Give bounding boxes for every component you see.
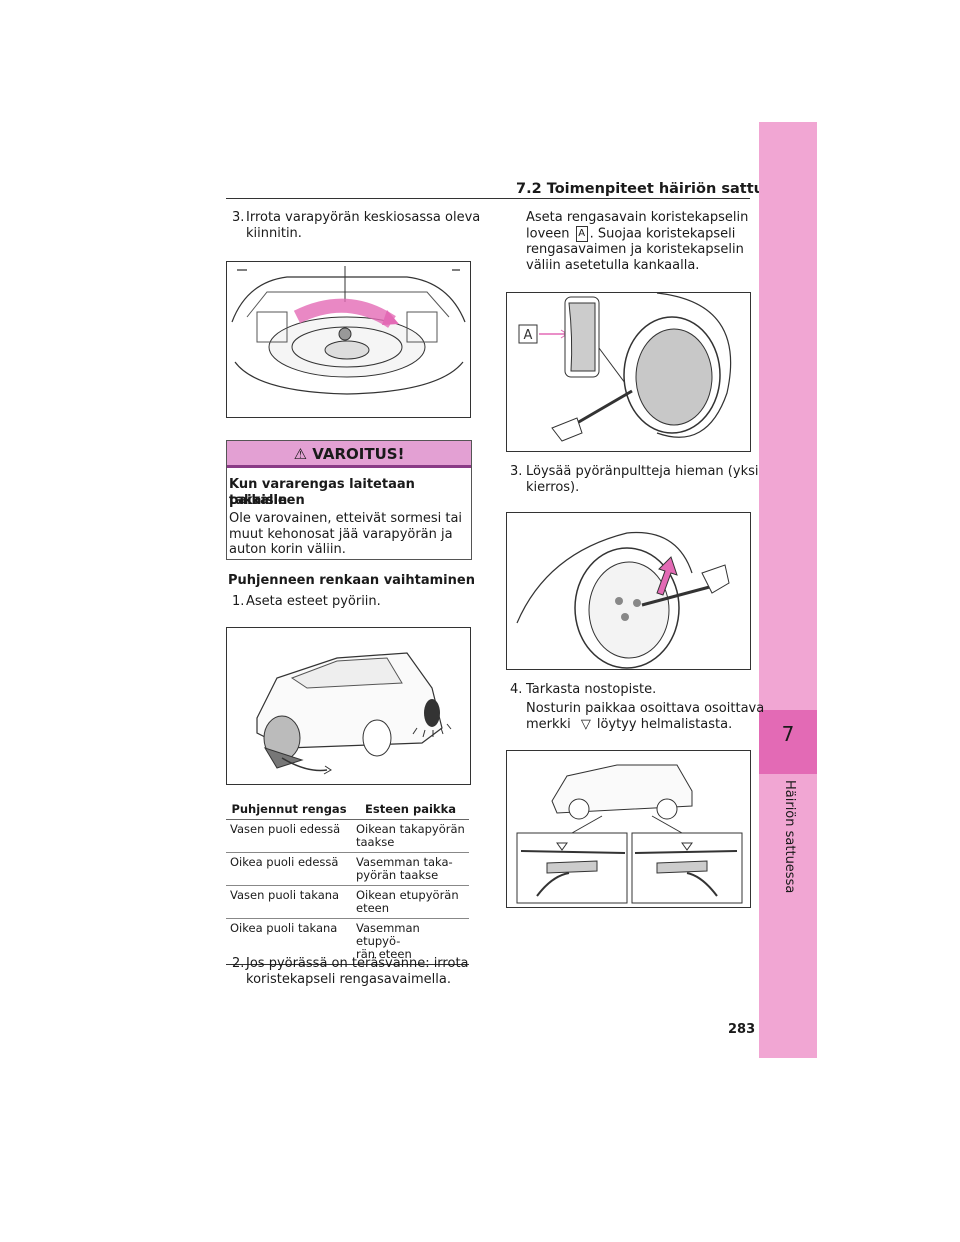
intro-line3: rengasavaimen ja koristekapselin (526, 242, 744, 257)
cell-line: eteen (356, 901, 390, 915)
warning-body-line1: Ole varovainen, etteivät sormesi tai (229, 511, 463, 526)
table-cell-flat: Oikea puoli edessä (226, 852, 352, 886)
step4-line2a: merkki (526, 717, 571, 732)
table-header-row: Puhjennut rengas Esteen paikka (226, 800, 469, 820)
table-cell-chock: Vasemman taka-pyörän taakse (352, 852, 469, 886)
step3-line2: kiinnitin. (246, 226, 302, 241)
chapter-number-block (759, 710, 817, 774)
step1-number: 1. (232, 594, 245, 609)
step4-line1: Nosturin paikkaa osoittava osoittava (526, 701, 765, 716)
intro-line4: väliin asetetulla kankaalla. (526, 258, 700, 273)
table-cell-flat: Oikea puoli takana (226, 918, 352, 965)
step2-line2: koristekapseli rengasavaimella. (246, 972, 451, 987)
intro-line1: Aseta rengasavain koristekapselin (526, 210, 749, 225)
figure-jack-points (506, 750, 751, 908)
cell-line: taakse (356, 835, 395, 849)
warning-header (227, 441, 471, 468)
warning-body-line2: muut kehonosat jää varapyörän ja (229, 527, 453, 542)
table-cell-flat: Vasen puoli edessä (226, 819, 352, 853)
warning-body-line3: auton korin väliin. (229, 542, 346, 557)
intro-line2: loveen A. Suojaa koristekapseli (526, 226, 735, 243)
chock-table-wrap: Puhjennut rengas Esteen paikka Vasen puo… (226, 800, 469, 965)
cell-line: pyörän taakse (356, 868, 439, 882)
table-row: Oikea puoli edessä Vasemman taka-pyörän … (226, 852, 469, 886)
warning-title: VAROITUS! (312, 445, 405, 463)
figure-trunk-spare-wheel (226, 261, 471, 418)
warning-triangle-icon: ⚠ (293, 445, 308, 463)
page-number: 283 (728, 1022, 756, 1037)
chapter-side-tab (759, 122, 817, 1058)
cell-line: rän eteen (356, 947, 412, 961)
intro-line2b: . Suojaa koristekapseli (589, 226, 736, 242)
figure-wheel-chocks (226, 627, 471, 785)
step1-text: Aseta esteet pyöriin. (246, 594, 381, 609)
flat-tire-heading: Puhjenneen renkaan vaihtaminen (228, 573, 475, 588)
table-row: Oikea puoli takana Vasemman etupyö-rän e… (226, 918, 469, 965)
step4-line2: merkki ▽ löytyy helmalistasta. (526, 717, 732, 733)
step3-line1: Irrota varapyörän keskiosassa oleva (246, 210, 481, 225)
step2-number: 2. (232, 956, 245, 971)
table-header-flat: Puhjennut rengas (226, 800, 352, 820)
marker-a-icon: A (575, 226, 588, 242)
table-cell-chock: Vasemman etupyö-rän eteen (352, 918, 469, 965)
loosen-nuts-illustration (516, 531, 730, 669)
cell-line: Vasemman etupyö- (356, 921, 420, 948)
intro-line2a: loveen (526, 226, 570, 242)
figure-hubcap-removal: A (506, 292, 751, 452)
chapter-label-wrap: Häiriön sattuessa (775, 780, 803, 900)
chapter-number: 7 (781, 722, 795, 746)
right-step3-line2: kierros). (526, 480, 580, 495)
right-step3-line1: Löysää pyöränpultteja hieman (yksi (526, 464, 759, 479)
trunk-illustration (231, 266, 466, 395)
jack-points-illustration (516, 764, 743, 904)
table-header-chock: Esteen paikka (352, 800, 469, 820)
figure-loosen-nuts (506, 512, 751, 670)
step4-number: 4. (510, 682, 523, 697)
cell-line: Oikean etupyörän (356, 888, 459, 902)
warning-title-wrap: ⚠ VAROITUS! (227, 445, 471, 463)
chapter-label: Häiriön sattuessa (782, 780, 797, 894)
cell-line: Vasemman taka- (356, 855, 453, 869)
warning-subtitle-line1: Kun vararengas laitetaan takaisin (229, 477, 415, 508)
warning-box: ⚠ VAROITUS! Kun vararengas laitetaan tak… (226, 440, 472, 560)
step2-line1: Jos pyörässä on teräsvanne: irrota (246, 956, 469, 971)
right-step3-number: 3. (510, 464, 523, 479)
hubcap-illustration: A (518, 293, 732, 442)
warning-subtitle-line2: paikalleen (229, 493, 305, 508)
cell-line: Oikean takapyörän (356, 822, 465, 836)
step3-number: 3. (232, 210, 245, 225)
car-chocks-illustration (256, 652, 452, 775)
chock-table: Puhjennut rengas Esteen paikka Vasen puo… (226, 800, 469, 965)
header-rule (226, 198, 750, 199)
svg-text:A: A (524, 328, 533, 343)
section-title: 7.2 Toimenpiteet häiriön sattuessa (516, 181, 801, 197)
table-cell-flat: Vasen puoli takana (226, 885, 352, 919)
step4-line2b: löytyy helmalistasta. (596, 717, 733, 732)
step4-text: Tarkasta nostopiste. (526, 682, 657, 697)
jack-mark-icon: ▽ (580, 717, 591, 732)
